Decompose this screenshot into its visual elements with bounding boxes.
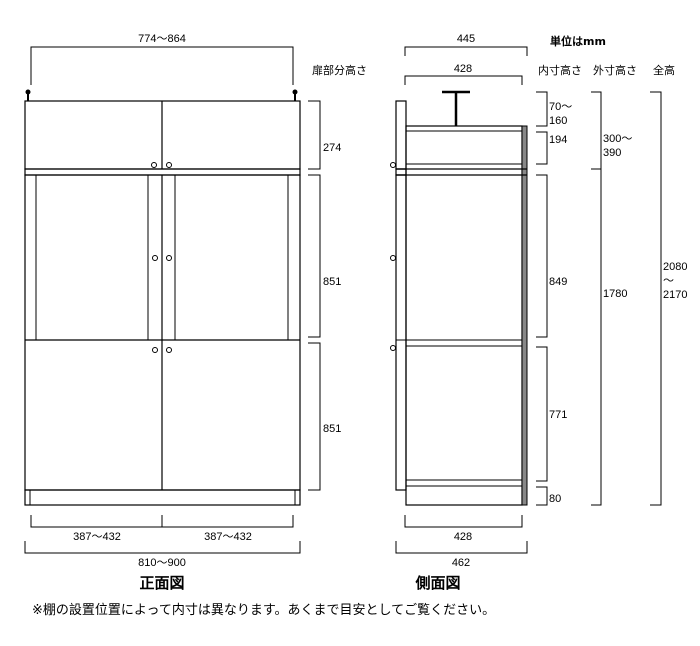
header-total: 全高 bbox=[653, 63, 675, 77]
top-width-label: 774〜864 bbox=[138, 33, 186, 45]
knob-icon bbox=[390, 162, 396, 168]
dim-label: 2080 bbox=[663, 261, 687, 273]
knob-icon bbox=[151, 162, 157, 168]
dim-label: 387〜432 bbox=[73, 531, 121, 543]
tension-post-icons bbox=[25, 89, 298, 101]
header-inner: 内寸高さ bbox=[538, 63, 582, 77]
dim-label: 851 bbox=[323, 423, 341, 435]
knob-icon bbox=[152, 255, 158, 261]
footnote: ※棚の設置位置によって内寸は異なります。あくまで目安としてご覧ください。 bbox=[32, 602, 495, 618]
knob-icon bbox=[390, 345, 396, 351]
dim-label: 445 bbox=[457, 33, 475, 45]
dim-label: 70〜 bbox=[549, 101, 572, 113]
dim-label: 771 bbox=[549, 409, 567, 421]
knob-icon bbox=[166, 162, 172, 168]
unit-label: 単位はmm bbox=[550, 34, 606, 48]
door-height-header: 扉部分高さ bbox=[312, 63, 367, 77]
knob-icon bbox=[166, 347, 172, 353]
dim-label: 80 bbox=[549, 493, 561, 505]
dim-label: 851 bbox=[323, 276, 341, 288]
dim-label: 300〜 bbox=[603, 133, 632, 145]
knob-icon bbox=[390, 255, 396, 261]
header-outer: 外寸高さ bbox=[593, 63, 637, 77]
dim-label: 428 bbox=[454, 531, 472, 543]
dim-label: 1780 bbox=[603, 288, 627, 300]
side-view: 単位はmm 445 428 内寸高さ 外寸高さ 全高 70〜 160 194 bbox=[390, 33, 687, 592]
dim-label: 390 bbox=[603, 147, 621, 159]
dim-label: 810〜900 bbox=[138, 557, 186, 569]
dim-label: 2170 bbox=[663, 289, 687, 301]
knob-icon bbox=[152, 347, 158, 353]
back-panel bbox=[521, 125, 528, 506]
dim-label: 194 bbox=[549, 134, 567, 146]
dim-label: 〜 bbox=[663, 275, 674, 287]
front-view-title: 正面図 bbox=[139, 574, 184, 592]
knob-icon bbox=[166, 255, 172, 261]
dim-label: 849 bbox=[549, 276, 567, 288]
top-width-dimension bbox=[30, 46, 294, 85]
front-view: 774〜864 扉部分高さ 274 851 851 bbox=[24, 33, 367, 592]
side-view-title: 側面図 bbox=[414, 574, 460, 592]
dim-label: 428 bbox=[454, 63, 472, 75]
dim-label: 462 bbox=[452, 557, 470, 569]
dim-label: 387〜432 bbox=[204, 531, 252, 543]
base bbox=[24, 489, 301, 506]
dim-label: 274 bbox=[323, 142, 341, 154]
dim-label: 160 bbox=[549, 115, 567, 127]
